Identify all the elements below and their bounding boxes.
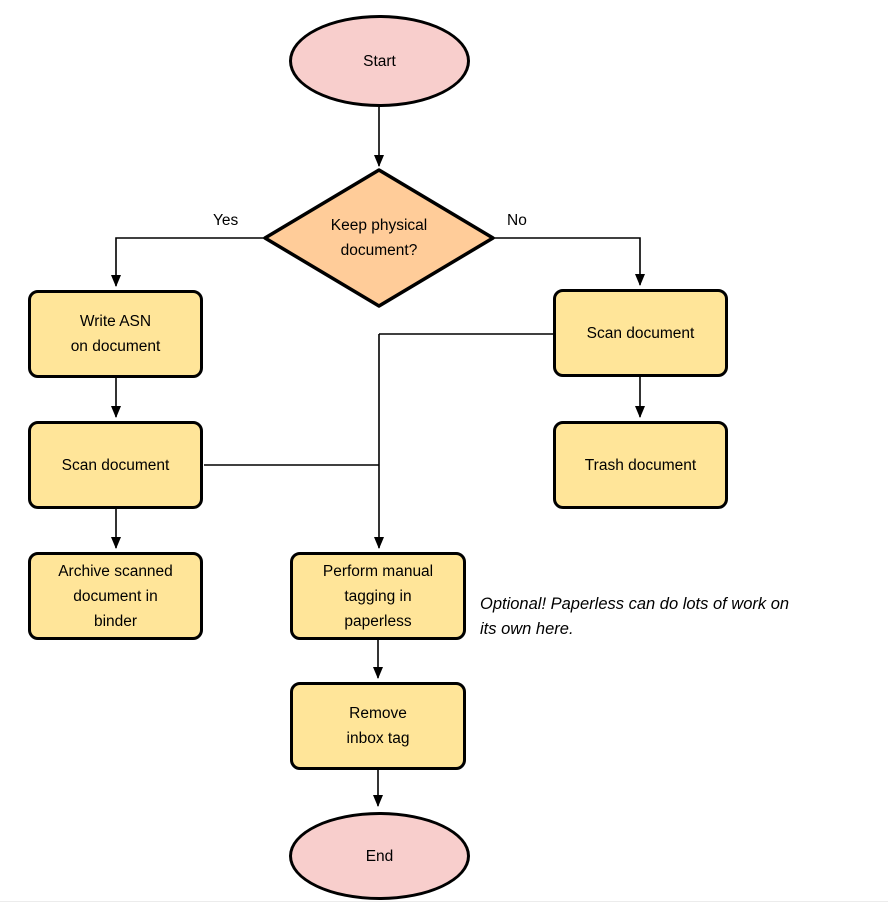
node-trash-document: Trash document [553,421,728,509]
node-manual-tagging-label: Perform manual tagging in paperless [322,562,434,630]
node-decision-label: Keep physical document? [330,217,428,259]
node-start-label: Start [363,52,396,70]
node-write-asn: Write ASN on document [28,290,203,378]
node-end-label: End [365,847,394,865]
node-scan-document-right: Scan document [553,289,728,377]
node-write-asn-label: Write ASN on document [70,313,161,355]
edge-label-yes: Yes [213,212,239,229]
node-archive-document: Archive scanned document in binder [28,552,203,640]
edge-label-no: No [507,212,527,229]
node-decision: Keep physical document? [294,206,464,270]
node-remove-inbox-tag: Remove inbox tag [290,682,466,770]
node-scan-document-right-label: Scan document [586,324,695,342]
decision-diamond-shape [263,168,495,308]
node-end: End [289,812,470,900]
edge-decision-yes-to-write-asn [111,237,266,287]
node-remove-inbox-tag-label: Remove inbox tag [346,705,410,747]
edge-decision-no-to-scan-right [492,237,645,286]
node-manual-tagging: Perform manual tagging in paperless [290,552,466,640]
bottom-rule [0,901,888,902]
node-scan-document-left: Scan document [28,421,203,509]
node-scan-document-left-label: Scan document [61,456,170,474]
note-optional: Optional! Paperless can do lots of work … [480,595,790,638]
node-archive-document-label: Archive scanned document in binder [58,562,173,630]
node-start: Start [289,15,470,107]
node-trash-document-label: Trash document [584,456,697,474]
